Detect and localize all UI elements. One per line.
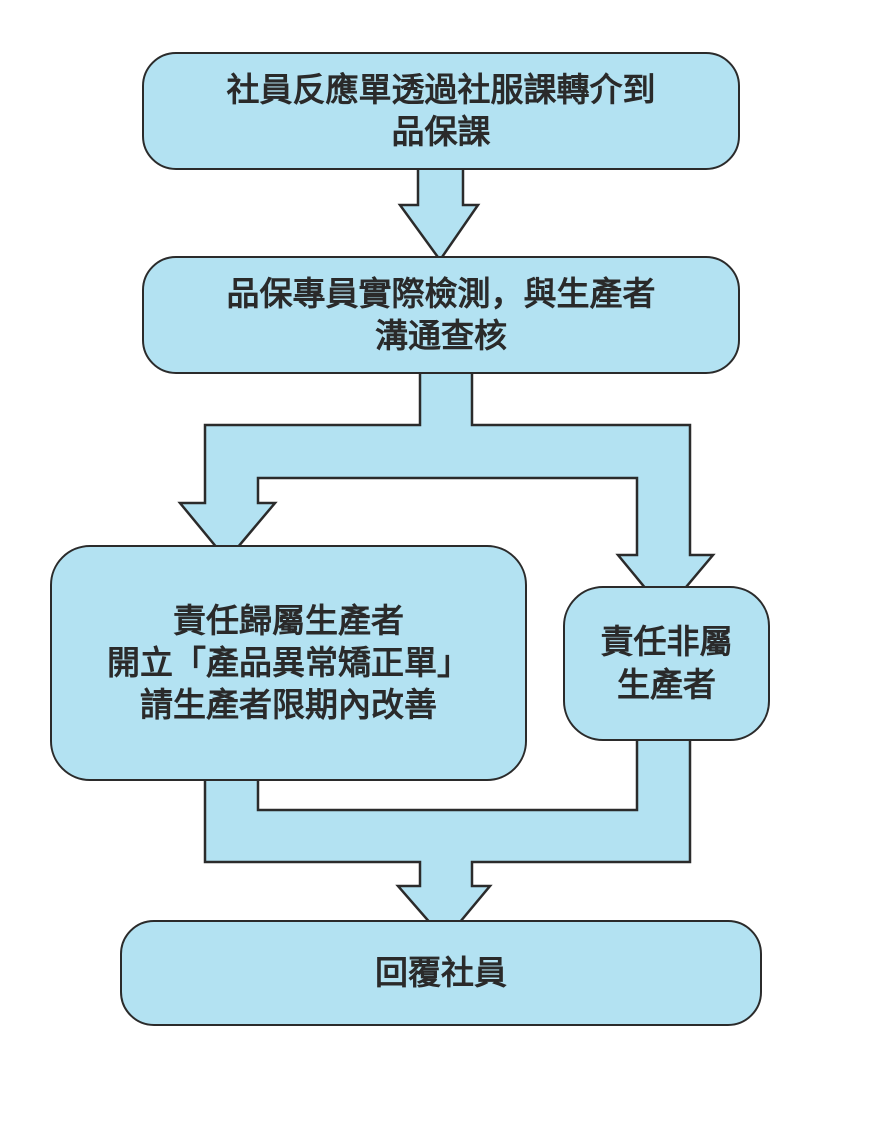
node-referral: 社員反應單透過社服課轉介到 品保課 xyxy=(142,52,740,170)
node-producer-liable-line-3: 請生產者限期內改善 xyxy=(140,685,437,725)
node-inspection-line-2: 溝通查核 xyxy=(375,316,507,355)
arrow-referral-to-inspection xyxy=(397,166,481,263)
node-producer-liable-line-2: 開立「產品異常矯正單」 xyxy=(107,642,470,682)
node-reply-member-line-1: 回覆社員 xyxy=(375,952,507,992)
node-referral-line-2: 品保課 xyxy=(391,112,491,151)
node-producer-not-liable-line-2: 生產者 xyxy=(617,664,716,704)
node-producer-not-liable: 責任非屬 生產者 xyxy=(563,586,770,741)
arrow-inspection-split xyxy=(177,370,716,614)
node-reply-member: 回覆社員 xyxy=(120,920,762,1026)
node-producer-liable-line-1: 責任歸屬生產者 xyxy=(173,600,404,640)
node-referral-line-1: 社員反應單透過社服課轉介到 xyxy=(226,69,656,109)
arrow-merge-to-reply xyxy=(203,734,692,942)
node-inspection-line-1: 品保專員實際檢測，與生產者 xyxy=(226,273,656,313)
node-producer-not-liable-line-1: 責任非屬 xyxy=(600,622,733,662)
node-producer-liable: 責任歸屬生產者 開立「產品異常矯正單」 請生產者限期內改善 xyxy=(50,545,527,781)
node-inspection: 品保專員實際檢測，與生產者 溝通查核 xyxy=(142,256,740,374)
